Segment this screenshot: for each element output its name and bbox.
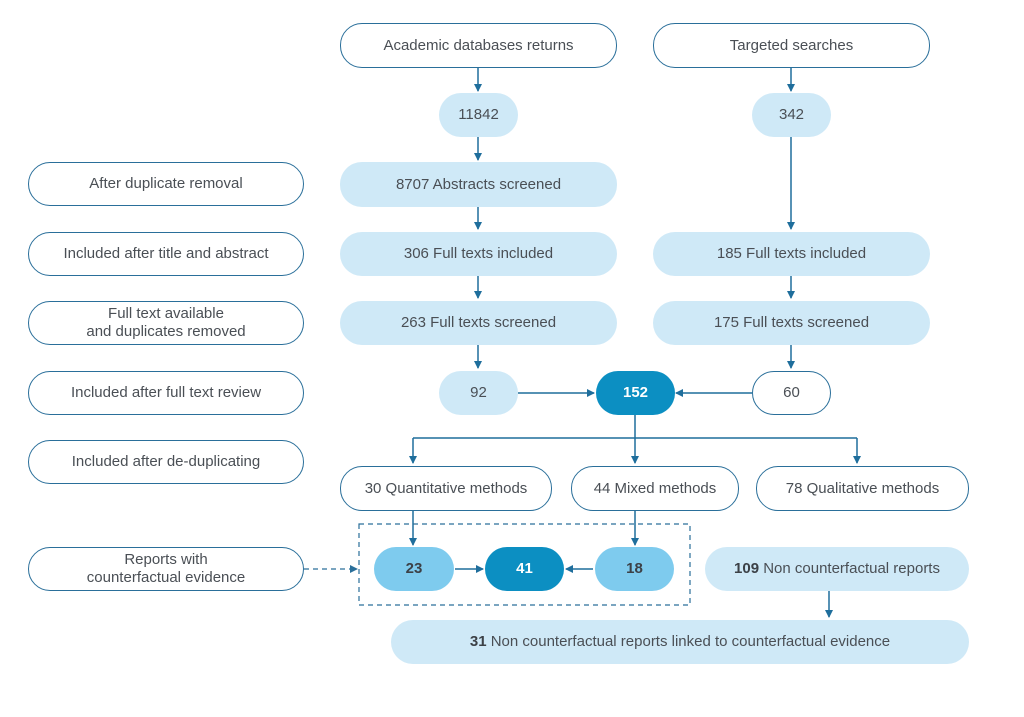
targeted-count: 342	[752, 93, 831, 137]
counterfactual-mixed: 18	[595, 547, 674, 591]
label-included-after-de-duplicating: Included after de-duplicating	[28, 440, 304, 484]
non-counterfactual-reports: 109 Non counterfactual reports	[705, 547, 969, 591]
academic-databases-source: Academic databases returns	[340, 23, 617, 68]
linked-label: Non counterfactual reports linked to cou…	[486, 633, 891, 650]
targeted-searches-source: Targeted searches	[653, 23, 930, 68]
counterfactual-total: 41	[485, 547, 564, 591]
linked-count: 31	[469, 633, 487, 650]
linked-reports: 31 Non counterfactual reports linked to …	[391, 620, 969, 664]
label-included-after-full-text-review: Included after full text review	[28, 371, 304, 415]
academic-abstracts-screened: 8707 Abstracts screened	[340, 162, 617, 207]
targeted-full-texts-included: 185 Full texts included	[653, 232, 930, 276]
label-included-after-title-abstract: Included after title and abstract	[28, 232, 304, 276]
mixed-methods: 44 Mixed methods	[571, 466, 739, 511]
academic-full-texts-screened: 263 Full texts screened	[340, 301, 617, 345]
label-after-duplicate-removal: After duplicate removal	[28, 162, 304, 206]
quantitative-methods: 30 Quantitative methods	[340, 466, 552, 511]
academic-full-texts-included: 306 Full texts included	[340, 232, 617, 276]
label-reports-with-counterfactual: Reports with counterfactual evidence	[28, 547, 304, 591]
label-full-text-available: Full text available and duplicates remov…	[28, 301, 304, 345]
qualitative-methods: 78 Qualitative methods	[756, 466, 969, 511]
non-counterfactual-count: 109	[734, 560, 760, 577]
academic-count: 11842	[439, 93, 518, 137]
non-counterfactual-label: Non counterfactual reports	[759, 560, 940, 577]
targeted-final-count: 60	[752, 371, 831, 415]
total-included-node: 152	[596, 371, 675, 415]
targeted-full-texts-screened: 175 Full texts screened	[653, 301, 930, 345]
counterfactual-quantitative: 23	[374, 547, 454, 591]
academic-final-count: 92	[439, 371, 518, 415]
